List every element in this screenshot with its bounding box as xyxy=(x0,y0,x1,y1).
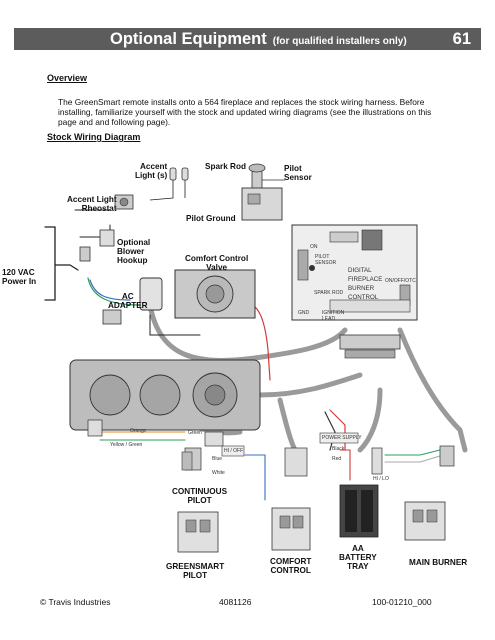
footer-doc-number: 100-01210_000 xyxy=(372,597,432,607)
label-pilot-ground: Pilot Ground xyxy=(186,214,236,223)
page-title: Optional Equipment(for qualified install… xyxy=(110,30,407,48)
aa-battery-tray xyxy=(339,484,379,538)
stock-wiring-diagram: DIGITAL FIREPLACE BURNER CONTROL xyxy=(0,150,495,590)
wire-red-3 xyxy=(339,449,351,481)
small-label-orange: Orange xyxy=(130,428,147,434)
small-label-spark-rod: SPARK ROD xyxy=(314,290,344,296)
spark-rod-assembly xyxy=(241,163,285,221)
small-label-on-off-otc: ON/OFF/OTC xyxy=(385,278,416,284)
control-module xyxy=(291,224,418,321)
label-main-burner: MAIN BURNER xyxy=(409,558,468,567)
cable-gray-4 xyxy=(277,397,298,453)
cable-gray-3 xyxy=(397,327,468,453)
cable-gray-6 xyxy=(357,387,383,453)
power-cord-lead xyxy=(54,264,79,271)
module-line3: BURNER xyxy=(348,285,375,292)
footer-part-number: 4081126 xyxy=(219,597,252,607)
stock-diagram-heading: Stock Wiring Diagram xyxy=(47,132,141,142)
small-label-on: ON xyxy=(310,244,318,250)
small-label-red: Red xyxy=(332,456,342,462)
greensmart-pilot-module xyxy=(177,511,219,553)
label-spark-rod: Spark Rod xyxy=(205,162,246,171)
wire-white-1 xyxy=(384,455,441,463)
module-line4: CONTROL xyxy=(348,294,379,301)
wire-blue-2 xyxy=(244,454,266,501)
small-label-ignition: IGNITION xyxy=(322,310,345,316)
adapter-wire xyxy=(149,314,201,336)
power-cord xyxy=(44,226,56,301)
small-label-yellow-green: Yellow / Green xyxy=(110,442,143,448)
page-subtitle: (for qualified installers only) xyxy=(272,36,407,47)
small-label-green: Green xyxy=(188,430,202,436)
page-number: 61 xyxy=(452,30,471,48)
cable-gray-2 xyxy=(257,372,363,398)
blower-junction xyxy=(79,229,115,262)
rheostat xyxy=(114,194,134,210)
main-burner-connector xyxy=(439,445,455,467)
relay-block xyxy=(284,447,308,477)
gas-valve xyxy=(69,359,261,437)
small-label-white: White xyxy=(212,470,225,476)
overview-heading: Overview xyxy=(47,73,88,83)
accent-light-bulbs xyxy=(149,167,189,201)
small-label-hi-off: HI / OFF xyxy=(224,448,244,454)
module-line1: DIGITAL xyxy=(348,267,372,274)
harness-connector xyxy=(339,334,401,359)
hi-off-switch xyxy=(221,445,245,457)
valve-connector xyxy=(204,431,224,447)
small-label-blue: Blue xyxy=(212,456,223,462)
wire-green-1 xyxy=(87,277,141,306)
small-label-power-supply: POWER SUPPLY xyxy=(322,435,362,441)
wire-green-2 xyxy=(384,449,441,456)
ac-adapter xyxy=(102,277,163,325)
hi-lo-switch xyxy=(371,447,383,475)
power-supply-block xyxy=(319,432,359,444)
wire-blue-1 xyxy=(89,279,131,301)
continuous-pilot-connector xyxy=(181,451,193,471)
page-header: Optional Equipment(for qualified install… xyxy=(14,28,481,50)
wiring-diagram-drawing: DIGITAL FIREPLACE BURNER CONTROL xyxy=(44,163,468,553)
module-line2: FIREPLACE xyxy=(348,276,382,283)
overview-text: The GreenSmart remote installs onto a 56… xyxy=(58,97,432,127)
small-label-hi-lo: HI / LO xyxy=(373,476,389,482)
small-label-black: Black xyxy=(332,446,345,452)
wire-black-1 xyxy=(324,411,336,451)
comfort-control-valve xyxy=(174,269,256,319)
small-label-gnd: GND xyxy=(298,310,310,316)
comfort-control-module xyxy=(271,507,311,551)
cable-gray-1 xyxy=(147,302,348,363)
footer-copyright: © Travis Industries xyxy=(40,597,111,607)
small-label-lead: LEAD xyxy=(322,316,336,322)
main-burner-module xyxy=(404,501,446,541)
